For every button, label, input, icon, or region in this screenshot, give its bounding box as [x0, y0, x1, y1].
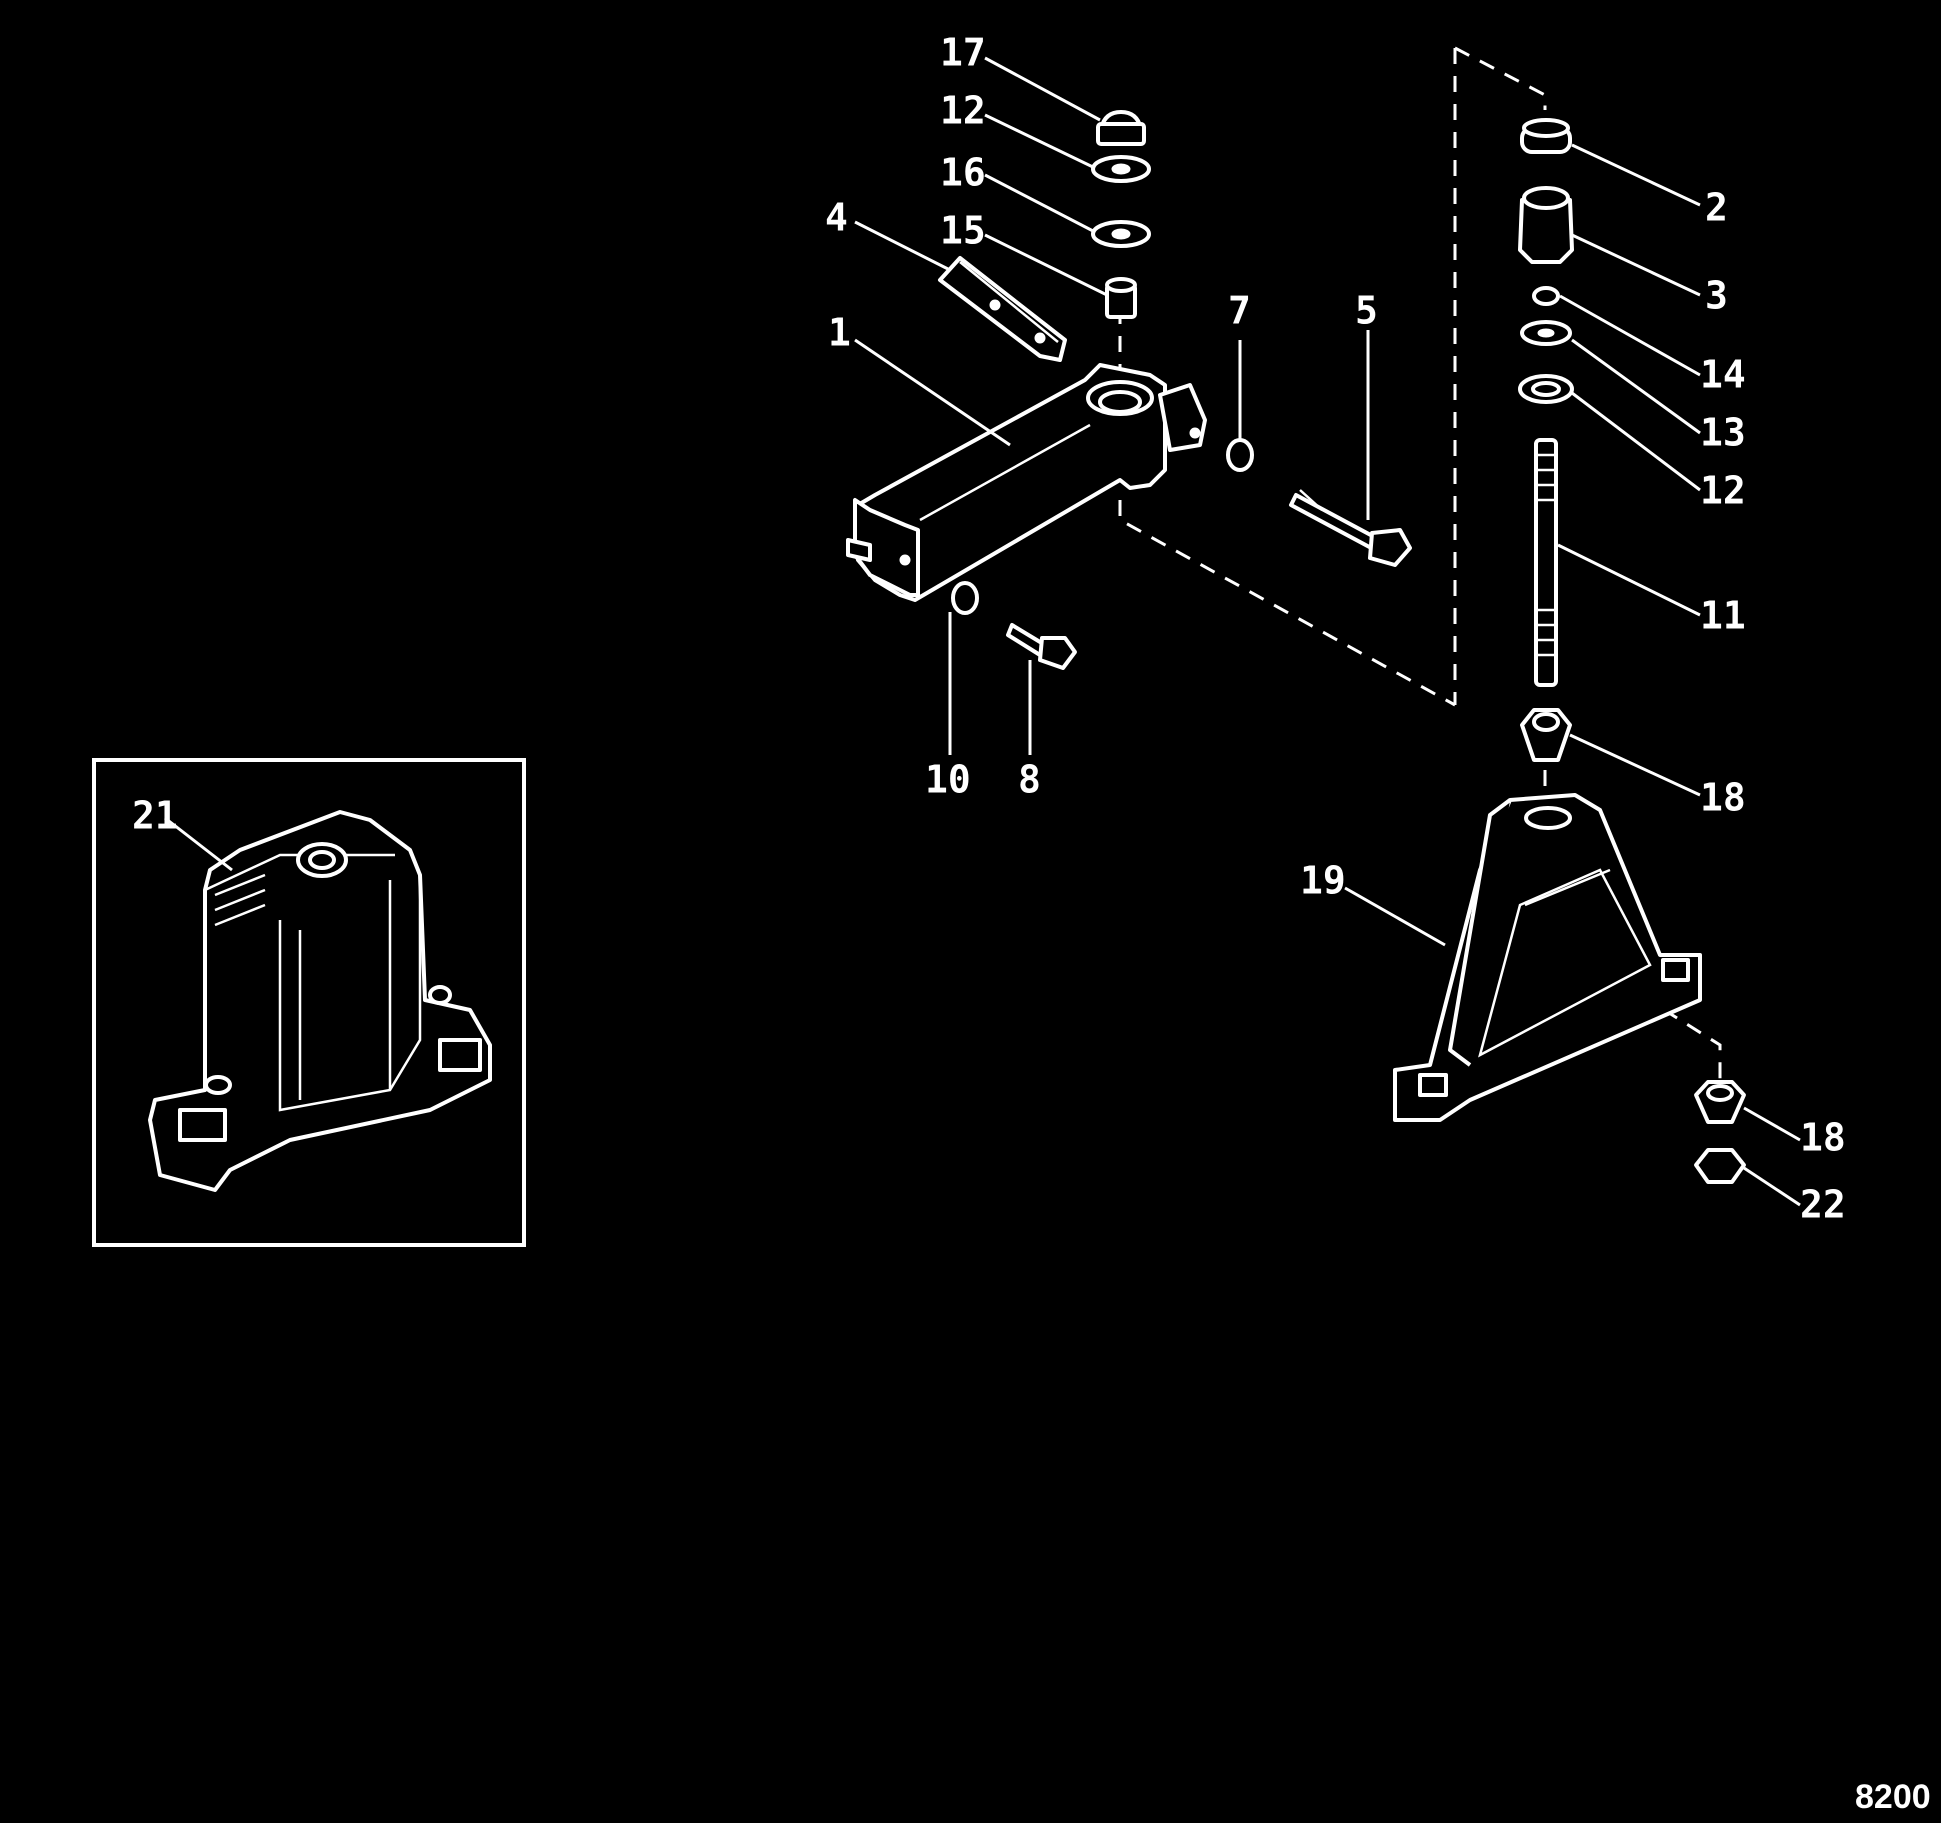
callout-21: 21	[132, 794, 178, 838]
part-1-mount-arm	[846, 363, 1207, 602]
callout-12-lower: 12	[1700, 469, 1746, 513]
callout-5: 5	[1355, 289, 1378, 333]
callout-4: 4	[825, 196, 848, 240]
part-18-hex-nut-lower	[1694, 1080, 1746, 1124]
part-10-washer	[951, 581, 979, 615]
callout-2: 2	[1705, 186, 1728, 230]
callout-1: 1	[828, 311, 851, 355]
part-11-stud	[1534, 438, 1558, 687]
callout-10: 10	[925, 758, 971, 802]
part-21-alternate-mount	[148, 810, 492, 1192]
callout-18-lower: 18	[1800, 1116, 1846, 1160]
part-17-acorn-nut	[1096, 110, 1146, 146]
callout-19: 19	[1300, 859, 1346, 903]
leader-lines	[164, 56, 1801, 1207]
callout-16: 16	[940, 151, 986, 195]
part-7-washer	[1226, 438, 1254, 472]
callout-22: 22	[1800, 1183, 1846, 1227]
part-3-rubber-bushing	[1518, 186, 1574, 264]
part-18-hex-nut-upper	[1520, 708, 1572, 762]
part-22-hex-nut	[1694, 1148, 1746, 1184]
callout-14: 14	[1700, 353, 1746, 397]
callout-17: 17	[940, 31, 986, 75]
callout-18-upper: 18	[1700, 776, 1746, 820]
callout-13: 13	[1700, 411, 1746, 455]
callout-labels: 17 12 16 15 4 1 7 5 10 8 2 3 14 13 12 11…	[132, 31, 1846, 1227]
callout-12-upper: 12	[940, 89, 986, 133]
part-16-washer	[1091, 220, 1151, 248]
part-12-washer-lower	[1518, 374, 1574, 404]
part-14-small-washer	[1532, 286, 1560, 306]
part-19-a-frame-mount	[1393, 793, 1702, 1122]
part-12-washer-upper	[1091, 155, 1151, 183]
part-2-rubber-cap	[1520, 118, 1572, 154]
part-15-spacer	[1105, 277, 1137, 319]
callout-15: 15	[940, 209, 986, 253]
inset-box	[92, 758, 526, 1247]
part-5-bolt	[1289, 489, 1412, 567]
callout-3: 3	[1705, 274, 1728, 318]
callout-7: 7	[1228, 289, 1251, 333]
callout-11: 11	[1700, 594, 1746, 638]
part-8-bolt	[1006, 623, 1077, 670]
callout-8: 8	[1018, 758, 1041, 802]
part-4-bracket	[938, 256, 1067, 362]
figure-number: 8200	[1855, 1778, 1931, 1816]
part-13-washer	[1520, 320, 1572, 346]
